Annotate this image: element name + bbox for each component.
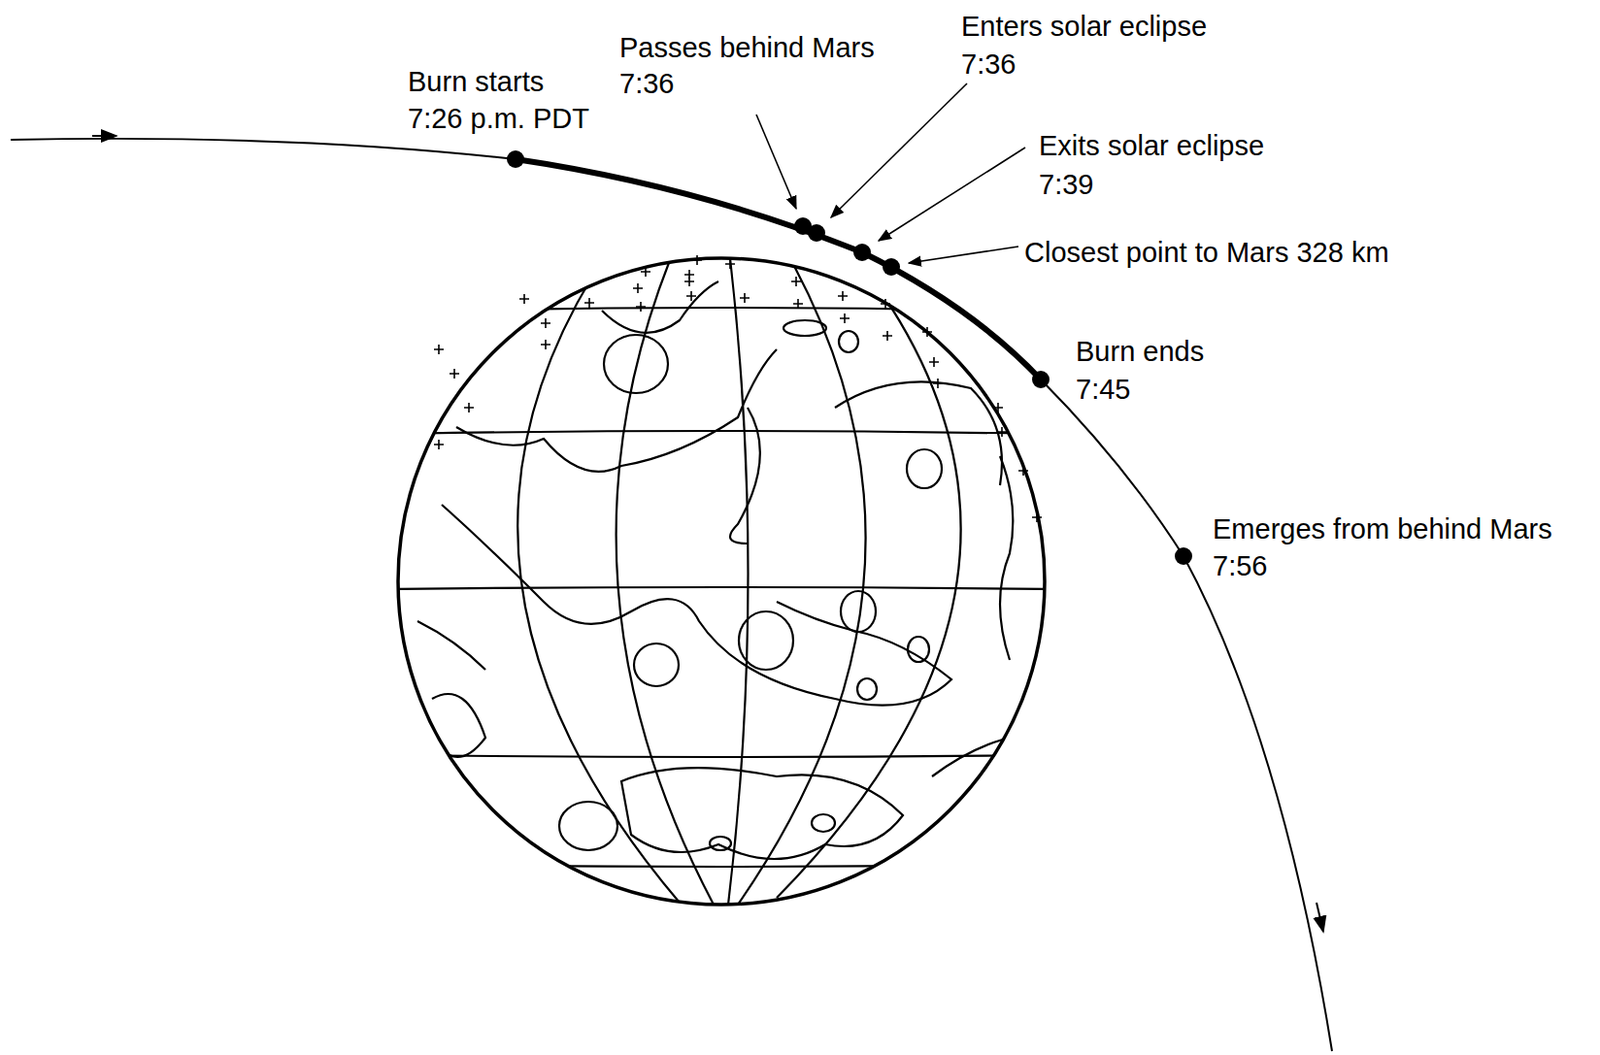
plus-mark [725, 259, 735, 269]
plus-mark [635, 301, 646, 312]
plus-mark [640, 266, 651, 277]
plus-mark [997, 427, 1007, 437]
plus-mark [449, 368, 460, 379]
plus-mark [633, 283, 643, 294]
event-label: Exits solar eclipse [1038, 129, 1265, 163]
plus-mark [993, 402, 1003, 413]
plus-mark [433, 439, 444, 450]
plus-mark [519, 294, 530, 304]
plus-mark [584, 298, 595, 308]
plus-mark [684, 276, 695, 287]
plus-mark [464, 402, 474, 413]
plus-mark [540, 318, 551, 329]
mars-globe [393, 255, 1050, 905]
plus-mark [739, 293, 750, 303]
plus-mark [880, 299, 891, 309]
plus-mark [837, 291, 848, 301]
event-label: Burn ends [1075, 334, 1204, 368]
event-time: 7:56 [1212, 549, 1267, 583]
plus-mark [922, 327, 933, 337]
plus-mark [1018, 466, 1029, 476]
plus-mark [839, 313, 850, 324]
event-label: Passes behind Mars [619, 31, 875, 65]
plus-mark [686, 291, 697, 301]
event-time: 7:36 [961, 47, 1016, 81]
callout-label: Closest point to Mars 328 km [1024, 235, 1390, 269]
plus-mark [433, 344, 444, 355]
event-label: Burn starts [407, 65, 544, 99]
plus-mark [692, 255, 702, 266]
plus-mark [1032, 512, 1042, 523]
leader-line [756, 83, 1026, 264]
event-time: 7:26 p.m. PDT [407, 101, 590, 135]
plus-mark [882, 331, 893, 341]
plus-mark [791, 276, 801, 287]
plus-mark [793, 299, 803, 309]
event-time: 7:36 [619, 66, 674, 100]
event-time: 7:45 [1075, 372, 1131, 406]
plus-mark [540, 339, 551, 350]
trajectory [10, 135, 1333, 1052]
plus-mark [933, 378, 943, 389]
plus-mark [929, 357, 939, 367]
event-time: 7:39 [1038, 167, 1094, 201]
event-label: Enters solar eclipse [961, 9, 1207, 43]
event-label: Emerges from behind Mars [1212, 512, 1553, 546]
